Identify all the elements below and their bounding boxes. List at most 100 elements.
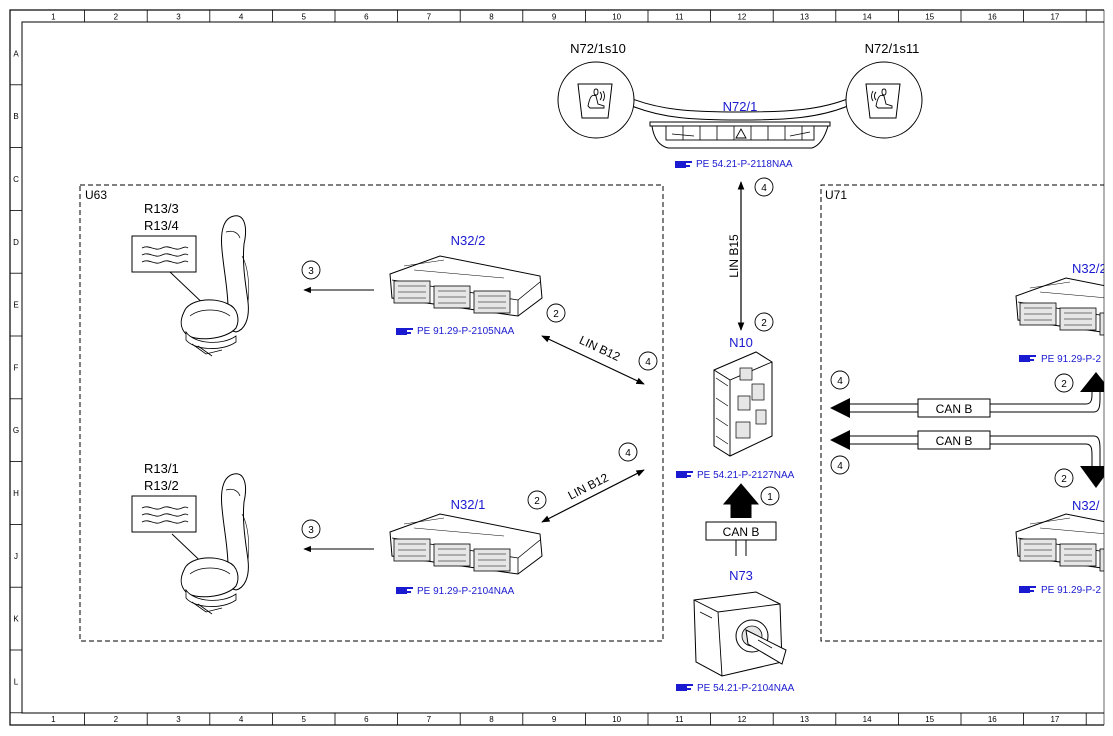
module-rear-reference[interactable]: PE 91.29-P-2104NAA: [417, 586, 515, 597]
grid-column-number: 1: [51, 13, 56, 22]
marker-sam-upper-left: [638, 351, 658, 371]
can-b-input-box: [705, 521, 777, 541]
marker-can-in-text: 1: [767, 492, 773, 503]
grid-column-number: 4: [239, 13, 244, 22]
marker-right-bottom-left-text: 4: [837, 461, 843, 472]
module-rear-reference-hand-icon: [396, 587, 413, 594]
marker-right-bottom-right-text: 2: [1061, 474, 1067, 485]
marker-module-rear-text: 2: [534, 496, 540, 507]
grid-column-number: 15: [925, 13, 934, 22]
grid-row-letter: D: [13, 238, 19, 247]
sam-reference[interactable]: PE 54.21-P-2127NAA: [697, 470, 795, 481]
seat-upper-label-b: R13/4: [144, 218, 179, 233]
grid-column-number: 13: [800, 13, 809, 22]
grid-column-number: 7: [427, 13, 432, 22]
grid-row-letter: J: [14, 552, 18, 561]
seat-lower-heater-pad: [131, 495, 197, 533]
grid-column-number: 6: [364, 13, 369, 22]
marker-sam-top-text: 2: [761, 318, 767, 329]
frame-u63-label: U63: [85, 188, 107, 202]
lin-b15-label: LIN B15: [727, 234, 741, 278]
ignition-switch: [693, 591, 787, 677]
grid-row-letter: H: [13, 489, 19, 498]
switch-right-label: N72/1s11: [865, 41, 920, 56]
grid-row-letter: E: [13, 301, 18, 310]
can-b-right-top-label: CAN B: [936, 402, 973, 416]
marker-module-rear: [527, 490, 547, 510]
lin-b12-lower-label: LIN B12: [566, 470, 611, 502]
marker-can-in: [760, 486, 780, 506]
module-front-ecu: [389, 255, 543, 317]
right-top-reference-hand-icon: [1019, 355, 1036, 362]
grid-row-letter: A: [13, 49, 19, 58]
grid-column-number: 1: [51, 715, 56, 724]
sam-label: N10: [729, 335, 753, 350]
marker-sam-top: [754, 312, 774, 332]
marker-module-front-text: 2: [553, 309, 559, 320]
grid-column-number: 11: [675, 13, 684, 22]
can-b-right-top-box: [917, 398, 991, 418]
right-top-reference[interactable]: PE 91.29-P-2: [1041, 354, 1101, 365]
overhead-control-panel: [629, 97, 851, 149]
grid-column-number: 11: [675, 715, 684, 724]
seat-upper-label-a: R13/3: [144, 201, 179, 216]
ignition-reference[interactable]: PE 54.21-P-2104NAA: [697, 683, 795, 694]
switch-left-label: N72/1s10: [570, 41, 626, 56]
sam-module: [713, 351, 773, 457]
module-front-label: N32/2: [451, 233, 486, 248]
grid-column-number: 10: [612, 715, 621, 724]
grid-column-number: 12: [737, 13, 746, 22]
marker-sam-lower-left-text: 4: [625, 448, 631, 459]
grid-row-letter: G: [13, 426, 19, 435]
marker-panel-link: [754, 177, 774, 197]
module-rear-ecu: [389, 513, 543, 575]
grid-row-letter: L: [14, 677, 19, 686]
seat-lower-icon: [180, 473, 250, 615]
frame-u71-label: U71: [825, 188, 847, 202]
grid-column-number: 15: [925, 715, 934, 724]
seat-heater-switch-right-icon: [865, 83, 901, 119]
seat-upper-heater-pad: [131, 235, 197, 273]
overhead-reference[interactable]: PE 54.21-P-2118NAA: [696, 159, 793, 170]
module-front-reference-hand-icon: [396, 328, 413, 335]
grid-row-letter: B: [13, 112, 18, 121]
sam-reference-hand-icon: [676, 471, 693, 478]
grid-column-number: 2: [114, 715, 119, 724]
marker-seat-lower-text: 3: [308, 525, 314, 536]
frame-u71: [820, 184, 1113, 642]
can-b-right-bottom-box: [917, 430, 991, 450]
grid-column-number: 2: [114, 13, 119, 22]
right-module-bottom-label: N32/: [1072, 498, 1100, 513]
can-b-input-label: CAN B: [723, 525, 760, 539]
grid-column-number: 17: [1050, 715, 1059, 724]
lin-b12-lower-line: [541, 469, 645, 523]
grid-column-number: 3: [176, 715, 181, 724]
grid-row-letter: F: [14, 363, 19, 372]
right-bottom-reference[interactable]: PE 91.29-P-2: [1041, 585, 1101, 596]
grid-row-letter: C: [13, 175, 19, 184]
can-b-input-arrow: [722, 483, 760, 556]
grid-column-number: 17: [1050, 13, 1059, 22]
lin-b12-upper-line: [541, 335, 645, 385]
seat-lower-label-b: R13/2: [144, 478, 179, 493]
grid-column-number: 16: [988, 13, 997, 22]
grid-column-number: 9: [552, 13, 557, 22]
overhead-panel-label: N72/1: [723, 99, 758, 114]
grid-inner-frame: [21, 21, 1113, 714]
module-front-reference[interactable]: PE 91.29-P-2105NAA: [417, 326, 515, 337]
grid-column-number: 14: [863, 13, 872, 22]
ignition-reference-hand-icon: [676, 684, 693, 691]
marker-module-front: [546, 303, 566, 323]
frame-u63: [79, 184, 664, 642]
marker-right-top-left: [830, 370, 850, 390]
marker-seat-upper: [301, 260, 321, 280]
marker-right-top-left-text: 4: [837, 376, 843, 387]
marker-panel-link-text: 4: [761, 183, 767, 194]
marker-sam-upper-left-text: 4: [645, 357, 651, 368]
reference-hand-icon: [675, 161, 692, 168]
lin-b12-upper-label: LIN B12: [577, 333, 623, 364]
